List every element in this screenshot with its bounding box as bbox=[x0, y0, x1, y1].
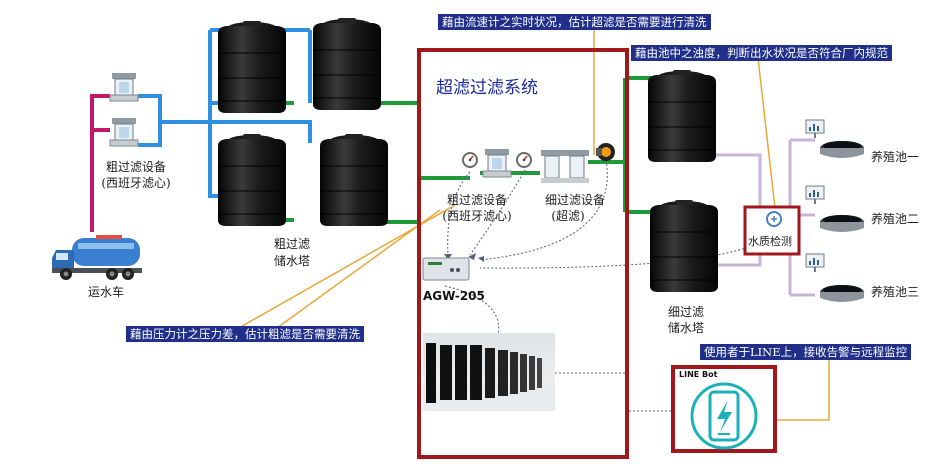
coarse-tank-3 bbox=[217, 133, 287, 227]
pressure-gauge-1 bbox=[462, 152, 478, 168]
coarse-filter-left-1 bbox=[109, 72, 139, 102]
pressure-gauge-2 bbox=[516, 152, 532, 168]
pond-1-label: 养殖池一 bbox=[871, 150, 920, 164]
coarse-filter-left-2 bbox=[109, 117, 139, 147]
coarse-filter-system-label-1: 粗过滤设备 bbox=[446, 193, 507, 207]
fine-tower-label-2: 储水塔 bbox=[667, 321, 704, 335]
coarse-tower-label-1: 粗过滤 bbox=[273, 237, 310, 251]
pond-2 bbox=[820, 215, 864, 232]
coarse-tank-2 bbox=[312, 17, 382, 111]
gateway-label: AGW-205 bbox=[423, 289, 485, 303]
pond-3 bbox=[820, 285, 864, 302]
line-bot-phone-icon bbox=[690, 382, 758, 450]
pond-3-label: 养殖池三 bbox=[871, 285, 920, 299]
system-title: 超滤过滤系统 bbox=[436, 78, 538, 98]
coarse-tank-1 bbox=[217, 20, 287, 114]
coarse-filter-system bbox=[482, 148, 512, 178]
water-truck-icon bbox=[52, 235, 142, 280]
pond-2-label: 养殖池二 bbox=[871, 212, 920, 226]
fine-filter-ultrafiltration bbox=[541, 150, 589, 183]
callout-pressure: 藉由压力计之压力差，估计粗滤是否需要清洗 bbox=[126, 326, 364, 342]
water-quality-label: 水质检测 bbox=[748, 235, 792, 248]
fine-filter-system-label-2: (超滤) bbox=[551, 209, 585, 223]
truck-label: 运水车 bbox=[88, 285, 125, 299]
pond-monitor-2 bbox=[805, 185, 825, 205]
pond-1 bbox=[820, 141, 864, 158]
coarse-tower-label-2: 储水塔 bbox=[273, 254, 310, 268]
fine-tower-label-1: 细过滤 bbox=[667, 305, 704, 319]
gateway-device-icon bbox=[422, 257, 470, 281]
fine-tank-1 bbox=[647, 69, 717, 163]
ultrafiltration-system-frame bbox=[417, 48, 629, 459]
coarse-tank-4 bbox=[319, 133, 389, 227]
coarse-filter-system-label-2: (西班牙滤心) bbox=[442, 209, 512, 223]
callout-flow-meter: 藉由流速计之实时状况，估计超滤是否需要进行清洗 bbox=[438, 14, 711, 30]
fine-tank-2 bbox=[649, 199, 719, 293]
pond-monitor-3 bbox=[805, 253, 825, 273]
coarse-filter-left-label-1: 粗过滤设备 bbox=[105, 160, 166, 174]
line-bot-label: LINE Bot bbox=[679, 370, 718, 379]
pipes-magenta bbox=[90, 94, 110, 232]
water-quality-sensor-icon bbox=[766, 211, 782, 227]
server-room-image bbox=[423, 333, 555, 411]
callout-turbidity: 藉由池中之浊度，判断出水状况是否符合厂内规范 bbox=[631, 45, 892, 61]
flow-meter-icon bbox=[596, 143, 615, 161]
fine-filter-system-label-1: 细过滤设备 bbox=[544, 193, 605, 207]
pond-monitor-1 bbox=[805, 119, 825, 139]
coarse-filter-left-label-2: (西班牙滤心) bbox=[101, 176, 171, 190]
callout-line-alert: 使用者于LINE上，接收告警与远程监控 bbox=[700, 344, 912, 360]
